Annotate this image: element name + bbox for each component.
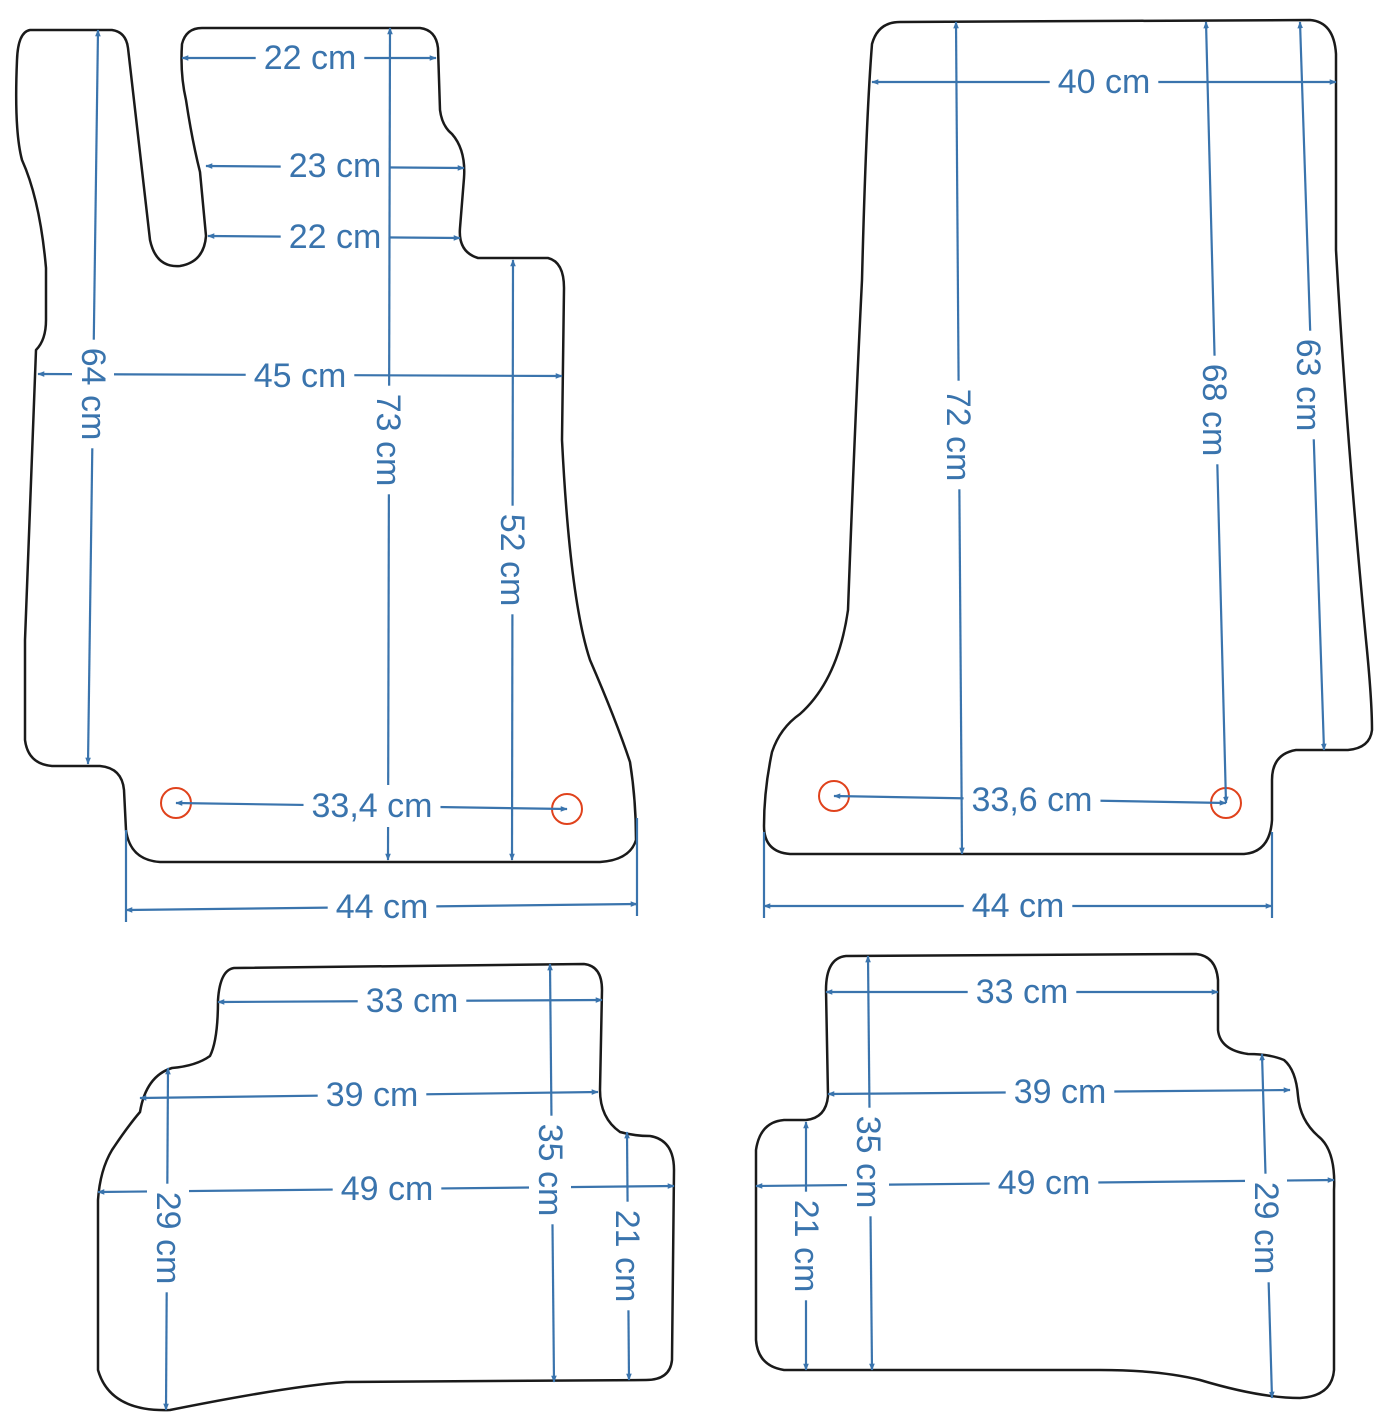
dimension-front-right-height-left: 72 cm bbox=[937, 21, 979, 855]
label-front-left-top-width-2: 23 cm bbox=[289, 147, 382, 185]
dimension-rear-left-height-center-label-background bbox=[529, 1115, 571, 1225]
label-rear-right-width-bottom: 49 cm bbox=[998, 1164, 1091, 1202]
dimension-front-right-width-top: 40 cm bbox=[871, 61, 1337, 103]
label-rear-left-height-left: 29 cm bbox=[149, 1192, 187, 1285]
label-front-right-height-center: 68 cm bbox=[1195, 364, 1233, 457]
label-rear-left-height-right: 21 cm bbox=[608, 1210, 646, 1303]
dimension-front-left-height-center-label-background bbox=[367, 385, 409, 495]
dimension-rear-left-width-top-label-background bbox=[357, 980, 467, 1022]
label-rear-right-height-left: 21 cm bbox=[787, 1200, 825, 1293]
label-front-left-height-left: 64 cm bbox=[74, 348, 112, 441]
dimension-front-right-width-bottom: 44 cm bbox=[763, 885, 1273, 927]
dimension-front-right-height-center-label-background bbox=[1193, 355, 1235, 465]
label-front-right-clip-distance: 33,6 cm bbox=[972, 781, 1093, 819]
mat-front-left bbox=[14, 26, 638, 864]
label-front-left-width-bottom: 44 cm bbox=[336, 888, 429, 926]
dimension-front-left-height-center: 73 cm bbox=[367, 27, 409, 861]
dimension-front-left-top-width-3: 22 cm bbox=[207, 216, 461, 258]
dimension-rear-left-width-top: 33 cm bbox=[217, 980, 603, 1022]
dimension-rear-left-height-left: 29 cm bbox=[147, 1067, 189, 1411]
label-rear-right-width-top: 33 cm bbox=[976, 973, 1069, 1011]
dimension-rear-right-width-top-label-background bbox=[967, 971, 1077, 1013]
label-rear-left-width-bottom: 49 cm bbox=[341, 1170, 434, 1208]
label-rear-left-height-center: 35 cm bbox=[531, 1124, 569, 1217]
dimension-rear-left-height-right-label-background bbox=[606, 1201, 648, 1311]
dimension-front-right-width-top-label-background bbox=[1049, 61, 1159, 103]
dimension-rear-left-width-mid-label-background bbox=[317, 1074, 427, 1116]
dimension-front-left-top-width-3-label-background bbox=[280, 216, 390, 258]
dimension-front-left-width-mid: 45 cm bbox=[37, 355, 563, 397]
dimension-front-left-height-left: 64 cm bbox=[72, 29, 114, 765]
dimension-front-left-width-mid-label-background bbox=[245, 355, 355, 397]
dimension-front-left-clip-distance-label-background bbox=[303, 785, 441, 827]
label-front-left-width-mid: 45 cm bbox=[254, 357, 347, 395]
label-front-right-width-top: 40 cm bbox=[1058, 63, 1151, 101]
dimension-rear-right-width-mid: 39 cm bbox=[827, 1071, 1291, 1113]
dimension-front-left-top-width-2-label-background bbox=[280, 145, 390, 187]
mat-front-right-outline bbox=[762, 18, 1374, 856]
label-front-left-height-center: 73 cm bbox=[369, 394, 407, 487]
dimension-front-right-clip-distance: 33,6 cm bbox=[833, 779, 1227, 821]
dimension-rear-right-height-left: 21 cm bbox=[785, 1121, 827, 1371]
label-front-left-top-width-1: 22 cm bbox=[264, 39, 357, 77]
dimension-front-left-height-left-label-background bbox=[72, 339, 114, 449]
dimension-front-right-height-right: 63 cm bbox=[1287, 21, 1329, 751]
label-front-right-height-left: 72 cm bbox=[939, 389, 977, 482]
dimension-rear-left-width-bottom: 49 cm bbox=[97, 1168, 675, 1210]
dimension-rear-right-height-left-label-background bbox=[785, 1191, 827, 1301]
mat-front-right bbox=[762, 18, 1374, 856]
dimension-rear-left-height-right: 21 cm bbox=[606, 1131, 648, 1381]
dimension-front-right-height-center: 68 cm bbox=[1193, 21, 1235, 804]
dimension-front-left-top-width-2: 23 cm bbox=[205, 145, 465, 187]
label-front-left-clip-distance: 33,4 cm bbox=[312, 787, 433, 825]
label-rear-left-width-top: 33 cm bbox=[366, 982, 459, 1020]
label-front-left-height-right: 52 cm bbox=[493, 514, 531, 607]
dimension-front-left-height-right-label-background bbox=[491, 505, 533, 615]
dimension-rear-right-width-top: 33 cm bbox=[825, 971, 1219, 1013]
dimension-rear-left-height-center: 35 cm bbox=[529, 963, 571, 1383]
dimension-rear-left-height-left-label-background bbox=[147, 1183, 189, 1293]
dimensions: 22 cm 23 cm 22 cm 45 cm 64 cm 73 cm 52 c… bbox=[37, 21, 1337, 1411]
dimension-front-left-width-bottom-label-background bbox=[327, 886, 437, 928]
dimension-rear-right-height-center-label-background bbox=[847, 1107, 889, 1217]
dimension-front-left-top-width-1-label-background bbox=[255, 37, 365, 79]
dimension-rear-right-width-bottom-label-background bbox=[989, 1162, 1099, 1204]
dimension-rear-right-height-center: 35 cm bbox=[847, 955, 889, 1371]
dimension-front-right-height-left-label-background bbox=[937, 380, 979, 490]
dimension-rear-right-height-right: 29 cm bbox=[1245, 1053, 1287, 1399]
label-rear-left-width-mid: 39 cm bbox=[326, 1076, 419, 1114]
dimension-rear-right-width-mid-label-background bbox=[1005, 1071, 1115, 1113]
dimension-front-right-width-bottom-label-background bbox=[963, 885, 1073, 927]
label-front-right-width-bottom: 44 cm bbox=[972, 887, 1065, 925]
dimension-front-right-clip-distance-label-background bbox=[963, 779, 1101, 821]
label-front-left-top-width-3: 22 cm bbox=[289, 218, 382, 256]
dimension-rear-left-width-bottom-label-background bbox=[332, 1168, 442, 1210]
dimension-front-right-height-right-label-background bbox=[1287, 330, 1329, 440]
dimension-rear-right-height-right-label-background bbox=[1245, 1173, 1287, 1283]
dimension-front-left-height-right: 52 cm bbox=[491, 259, 533, 861]
dimension-front-left-clip-distance: 33,4 cm bbox=[175, 785, 568, 827]
dimension-rear-left-width-mid: 39 cm bbox=[139, 1074, 599, 1116]
dimension-front-left-top-width-1: 22 cm bbox=[181, 37, 437, 79]
label-rear-right-width-mid: 39 cm bbox=[1014, 1073, 1107, 1111]
label-rear-right-height-center: 35 cm bbox=[849, 1116, 887, 1209]
label-front-right-height-right: 63 cm bbox=[1289, 339, 1327, 432]
dimension-front-left-width-bottom: 44 cm bbox=[125, 886, 638, 928]
mat-front-left-outline bbox=[14, 26, 638, 864]
label-rear-right-height-right: 29 cm bbox=[1247, 1182, 1285, 1275]
